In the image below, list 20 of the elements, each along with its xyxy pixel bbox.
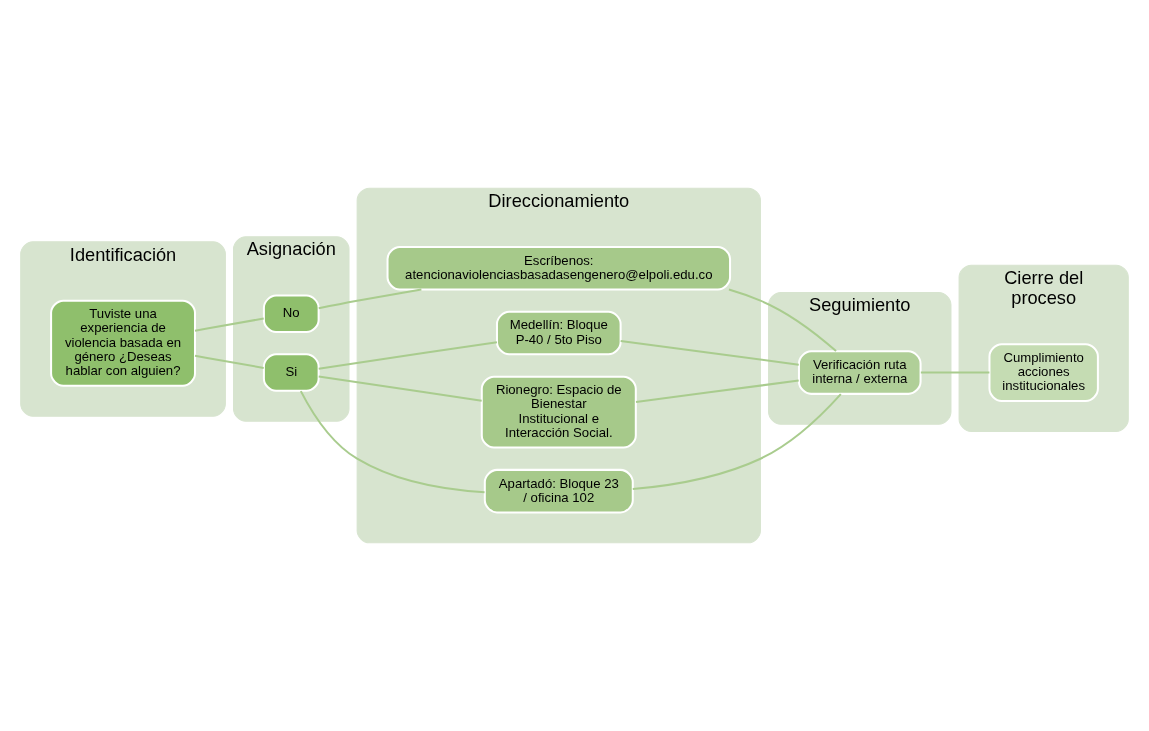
connector xyxy=(920,371,990,374)
node-box: Escríbenos: atencionaviolenciasbasadasengenero@elpoli.edu.co xyxy=(386,245,732,291)
connector xyxy=(194,354,264,369)
node-box: Apartadó: Bloque 23 / oficina 102 xyxy=(483,468,634,514)
connector xyxy=(318,375,482,402)
node-box: No xyxy=(262,294,320,334)
connector xyxy=(635,379,799,404)
node-box: Rionegro: Espacio de Bienestar Institucional e Interacción Social. xyxy=(480,375,637,449)
connector xyxy=(632,393,842,491)
connector xyxy=(299,390,485,494)
connector xyxy=(318,288,422,310)
node-box: Medellín: Bloque P-40 / 5to Piso xyxy=(495,310,622,356)
node-box: Tuviste una experiencia de violencia basada en género ¿Deseas hablar con alguien? xyxy=(50,299,196,387)
connector xyxy=(318,341,498,370)
node-box: Cumplimiento acciones institucionales xyxy=(988,343,1099,402)
node-box: Verificación ruta interna / externa xyxy=(797,350,922,395)
connector xyxy=(728,288,837,352)
node-box: Si xyxy=(262,353,320,392)
connector xyxy=(620,340,799,366)
connector xyxy=(194,317,264,332)
